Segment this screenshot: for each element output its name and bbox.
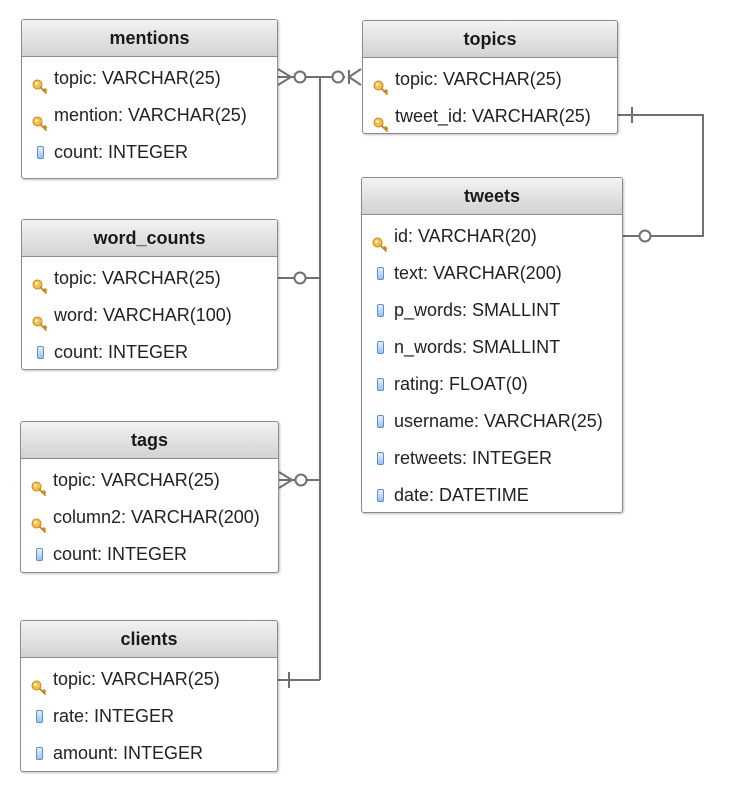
attribute-label: text: VARCHAR(200) <box>394 263 562 283</box>
attribute-label: p_words: SMALLINT <box>394 300 561 320</box>
column-icon <box>372 414 388 430</box>
attribute-label: topic: VARCHAR(25) <box>53 669 220 689</box>
attribute-label: word: VARCHAR(100) <box>54 305 232 325</box>
primary-key-attribute[interactable]: topic: VARCHAR(25) <box>21 462 278 499</box>
primary-key-attribute[interactable]: tweet_id: VARCHAR(25) <box>363 98 617 133</box>
primary-key-attribute[interactable]: topic: VARCHAR(25) <box>22 60 277 97</box>
primary-key-attribute[interactable]: topic: VARCHAR(25) <box>21 661 277 698</box>
topics-crowfoot <box>347 68 362 86</box>
attribute-label: count: INTEGER <box>53 544 188 564</box>
attribute-label: column2: VARCHAR(200) <box>53 507 260 527</box>
entity-title: topics <box>363 21 617 58</box>
attribute-label: n_words: SMALLINT <box>394 337 561 357</box>
word-counts-optional-circle <box>293 271 307 285</box>
column-icon <box>31 709 47 725</box>
column-attribute[interactable]: rate: INTEGER <box>21 698 277 735</box>
attribute-label: tweet_id: VARCHAR(25) <box>395 106 591 126</box>
key-icon <box>32 108 48 131</box>
key-icon <box>31 510 47 533</box>
attribute-label: rating: FLOAT(0) <box>394 374 528 394</box>
column-icon <box>32 345 48 361</box>
primary-key-attribute[interactable]: topic: VARCHAR(25) <box>22 260 277 297</box>
attribute-label: date: DATETIME <box>394 485 529 505</box>
key-icon <box>373 72 389 95</box>
entity-title: clients <box>21 621 277 658</box>
topics-optional-circle <box>331 70 345 84</box>
column-attribute[interactable]: text: VARCHAR(200) <box>362 255 622 292</box>
column-attribute[interactable]: rating: FLOAT(0) <box>362 366 622 403</box>
key-icon <box>372 229 388 252</box>
column-icon <box>372 451 388 467</box>
attribute-list: topic: VARCHAR(25) column2: VARCHAR(200) c… <box>21 459 278 572</box>
tags-optional-circle <box>294 473 308 487</box>
key-icon <box>32 71 48 94</box>
attribute-label: mention: VARCHAR(25) <box>54 105 247 125</box>
column-attribute[interactable]: count: INTEGER <box>22 334 277 369</box>
key-icon <box>32 308 48 331</box>
key-icon <box>32 271 48 294</box>
mentions-optional-circle <box>293 70 307 84</box>
column-icon <box>372 340 388 356</box>
attribute-label: rate: INTEGER <box>53 706 175 726</box>
column-icon <box>372 266 388 282</box>
key-icon <box>31 473 47 496</box>
entity-title: word_counts <box>22 220 277 257</box>
entity-title: tweets <box>362 178 622 215</box>
column-attribute[interactable]: count: INTEGER <box>21 536 278 572</box>
attribute-label: count: INTEGER <box>54 342 189 362</box>
attribute-label: count: INTEGER <box>54 142 189 162</box>
tags-crowfoot <box>278 471 294 489</box>
column-attribute[interactable]: amount: INTEGER <box>21 735 277 771</box>
column-attribute[interactable]: count: INTEGER <box>22 134 277 171</box>
primary-key-attribute[interactable]: word: VARCHAR(100) <box>22 297 277 334</box>
column-icon <box>372 488 388 504</box>
attribute-label: topic: VARCHAR(25) <box>54 268 221 288</box>
column-icon <box>372 303 388 319</box>
column-icon <box>32 145 48 161</box>
column-attribute[interactable]: n_words: SMALLINT <box>362 329 622 366</box>
attribute-label: id: VARCHAR(20) <box>394 226 537 246</box>
entity-title: mentions <box>22 20 277 57</box>
primary-key-attribute[interactable]: id: VARCHAR(20) <box>362 218 622 255</box>
attribute-label: username: VARCHAR(25) <box>394 411 603 431</box>
primary-key-attribute[interactable]: column2: VARCHAR(200) <box>21 499 278 536</box>
attribute-label: amount: INTEGER <box>53 743 204 763</box>
entity-topics[interactable]: topics topic: VARCHAR(25) tweet_id: VARCH… <box>362 20 618 134</box>
column-attribute[interactable]: p_words: SMALLINT <box>362 292 622 329</box>
primary-key-attribute[interactable]: topic: VARCHAR(25) <box>363 61 617 98</box>
entity-word-counts[interactable]: word_counts topic: VARCHAR(25) word: VARC… <box>21 219 278 370</box>
entity-tweets[interactable]: tweets id: VARCHAR(20) text: VARCHAR(200)… <box>361 177 623 513</box>
attribute-list: topic: VARCHAR(25) word: VARCHAR(100) coun… <box>22 257 277 369</box>
attribute-list: topic: VARCHAR(25) mention: VARCHAR(25) co… <box>22 57 277 171</box>
key-icon <box>31 672 47 695</box>
attribute-list: topic: VARCHAR(25) tweet_id: VARCHAR(25) <box>363 58 617 133</box>
tweets-optional-circle <box>638 229 652 243</box>
column-icon <box>31 547 47 563</box>
key-icon <box>373 109 389 132</box>
attribute-label: topic: VARCHAR(25) <box>54 68 221 88</box>
column-attribute[interactable]: retweets: INTEGER <box>362 440 622 477</box>
column-attribute[interactable]: username: VARCHAR(25) <box>362 403 622 440</box>
column-icon <box>372 377 388 393</box>
entity-clients[interactable]: clients topic: VARCHAR(25) rate: INTEGER a… <box>20 620 278 772</box>
entity-tags[interactable]: tags topic: VARCHAR(25) column2: VARCHAR(… <box>20 421 279 573</box>
entity-mentions[interactable]: mentions topic: VARCHAR(25) mention: VARC… <box>21 19 278 179</box>
attribute-label: topic: VARCHAR(25) <box>395 69 562 89</box>
attribute-label: topic: VARCHAR(25) <box>53 470 220 490</box>
column-attribute[interactable]: date: DATETIME <box>362 477 622 512</box>
column-icon <box>31 746 47 762</box>
entity-title: tags <box>21 422 278 459</box>
attribute-list: topic: VARCHAR(25) rate: INTEGER amount: I… <box>21 658 277 771</box>
attribute-label: retweets: INTEGER <box>394 448 553 468</box>
primary-key-attribute[interactable]: mention: VARCHAR(25) <box>22 97 277 134</box>
topics-tweets-connector <box>618 114 704 237</box>
attribute-list: id: VARCHAR(20) text: VARCHAR(200) p_words… <box>362 215 622 512</box>
mentions-crowfoot <box>277 68 293 86</box>
